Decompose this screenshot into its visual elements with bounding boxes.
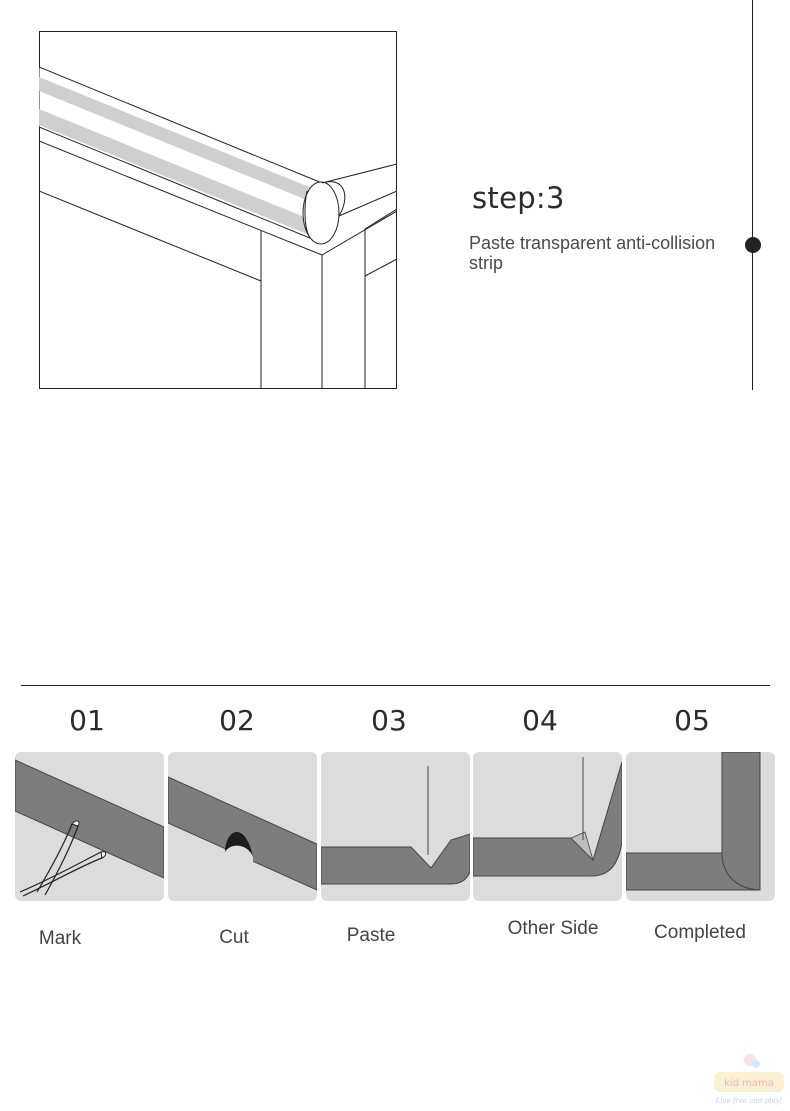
step-number-04: 04	[522, 704, 558, 737]
step-number-05: 05	[674, 704, 710, 737]
scissors-icon	[19, 823, 103, 897]
logo-brand-text: kid mama	[724, 1078, 774, 1089]
step-label-completed: Completed	[654, 922, 746, 943]
step-label-paste: Paste	[346, 925, 396, 946]
logo-tagline: Live free and play!	[715, 1097, 783, 1105]
step-tile-mark	[15, 752, 164, 901]
corner-strip-illustration	[39, 31, 397, 389]
step-title: step:3	[472, 181, 565, 215]
section-divider	[21, 685, 770, 686]
timeline-dot	[745, 237, 761, 253]
step-number-02: 02	[219, 704, 255, 737]
step-description: Paste transparent anti-collision strip	[469, 233, 716, 273]
step-tile-cut	[168, 752, 317, 901]
timeline-line	[752, 0, 753, 390]
step-number-03: 03	[371, 704, 407, 737]
step-tile-other-side	[473, 752, 622, 901]
step-number-01: 01	[69, 704, 105, 737]
step-label-mark: Mark	[38, 928, 82, 949]
step-label-cut: Cut	[219, 927, 249, 948]
brand-logo: kid mama Live free and play!	[714, 1054, 784, 1105]
step-tile-paste	[321, 752, 470, 901]
step-tile-completed	[626, 752, 775, 901]
step-label-other-side: Other Side	[507, 918, 599, 939]
